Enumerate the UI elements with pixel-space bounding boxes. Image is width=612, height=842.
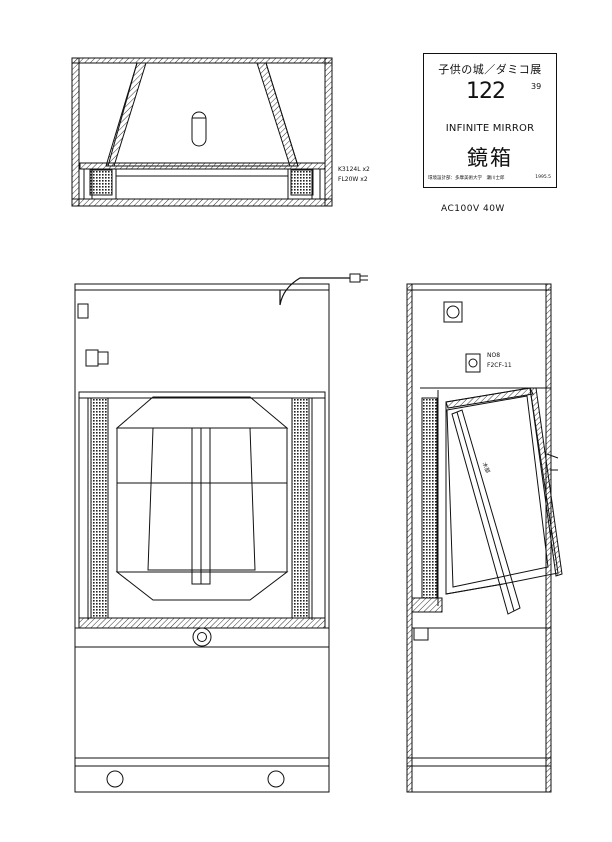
sub-number: 39 [531, 82, 542, 91]
title-block: 子供の城／ダミコ展 122 39 INFINITE MIRROR 鏡箱 環境設計… [423, 53, 557, 188]
design-credit: 環境設計部：多摩美術大学 瀬川士郎 [428, 176, 505, 181]
power-spec: AC100V 40W [441, 204, 505, 214]
title-english: INFINITE MIRROR [445, 123, 535, 134]
exhibition-title: 子供の城／ダミコ展 [438, 63, 542, 76]
drawing-date: 1995.5 [535, 175, 551, 180]
lamp-spec-2: FL20W x2 [338, 176, 368, 183]
drawing-number: 122 [466, 79, 506, 104]
side-view [406, 283, 563, 793]
front-view [74, 273, 368, 793]
part-label-1: NO8 [487, 352, 501, 359]
top-view [71, 57, 333, 207]
title-japanese: 鏡箱 [467, 146, 513, 170]
lamp-spec-1: K3124L x2 [338, 166, 370, 173]
part-label-2: F2CF-11 [487, 362, 512, 369]
